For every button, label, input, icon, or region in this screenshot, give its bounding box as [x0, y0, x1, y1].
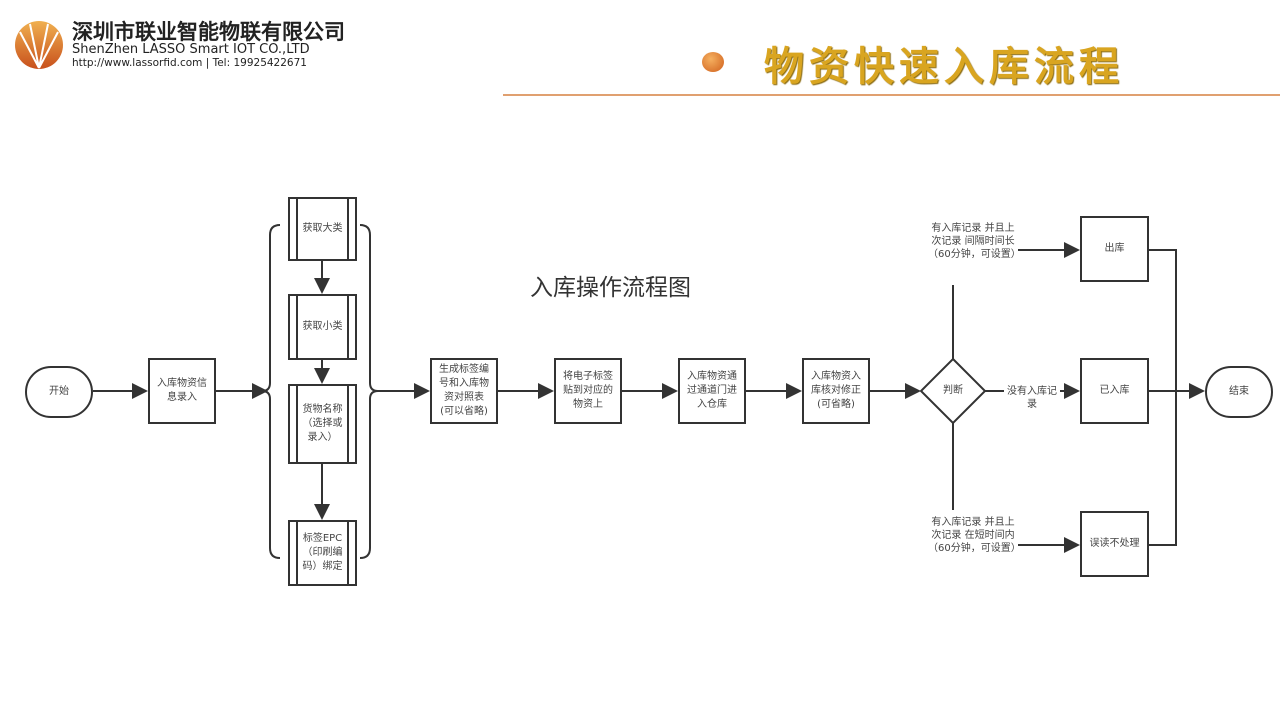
substep-subcategory: 获取小类	[288, 294, 357, 360]
decision-node: 判断	[943, 385, 963, 396]
title-underline	[503, 94, 1280, 96]
result-ignore: 误读不处理	[1080, 511, 1149, 577]
step-info-entry: 入库物资信息录入	[148, 358, 216, 424]
condition-top: 有入库记录 并且上次记录 间隔时间长 （60分钟，可设置）	[928, 222, 1021, 261]
start-node: 开始	[25, 366, 93, 418]
company-name-cn: 深圳市联业智能物联有限公司	[72, 20, 345, 44]
end-node: 结束	[1205, 366, 1273, 418]
step-generate-tags: 生成标签编号和入库物资对照表(可以省略)	[430, 358, 498, 424]
company-logo	[14, 20, 64, 70]
slide-title: 物资快速入库流程	[764, 43, 1124, 90]
substep-epc-binding: 标签EPC（印刷编码）绑定	[288, 520, 357, 586]
result-stored: 已入库	[1080, 358, 1149, 424]
diagram-title: 入库操作流程图	[530, 275, 691, 301]
step-attach-tags: 将电子标签贴到对应的物资上	[554, 358, 622, 424]
substep-category: 获取大类	[288, 197, 357, 261]
step-pass-gate: 入库物资通过通道门进入仓库	[678, 358, 746, 424]
company-name-en: ShenZhen LASSO Smart IOT CO.,LTD	[72, 42, 310, 57]
result-outbound: 出库	[1080, 216, 1149, 282]
condition-bottom: 有入库记录 并且上次记录 在短时间内 （60分钟，可设置）	[928, 516, 1021, 555]
company-contact: http://www.lassorfid.com | Tel: 19925422…	[72, 57, 307, 69]
title-bullet-icon	[702, 52, 724, 72]
step-verify: 入库物资入库核对修正(可省略)	[802, 358, 870, 424]
substep-goods-name: 货物名称（选择或录入）	[288, 384, 357, 464]
condition-middle: 没有入库记录	[1004, 385, 1060, 411]
